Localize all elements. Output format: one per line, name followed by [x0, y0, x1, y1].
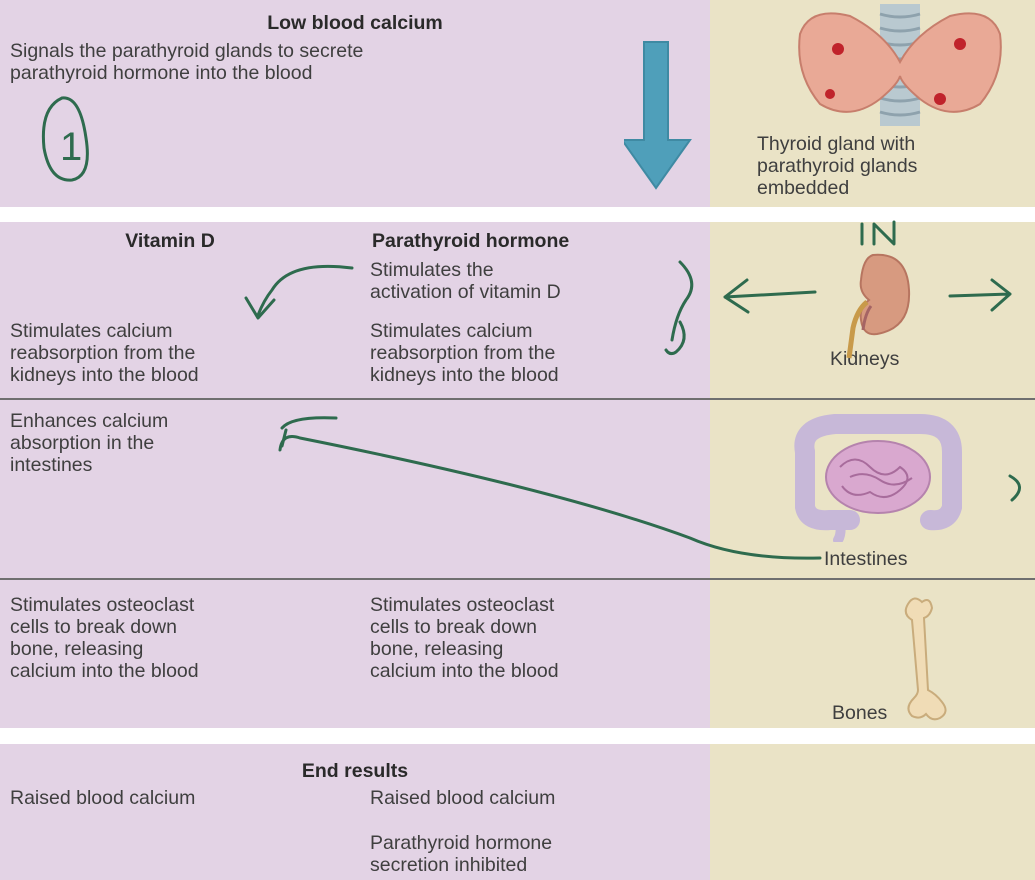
vitamin-d-header: Vitamin D [125, 230, 215, 252]
lilac-background [0, 0, 710, 207]
intestine-caption: Intestines [824, 548, 908, 570]
end-results-title: End results [301, 760, 409, 782]
pth-kidney-text: Stimulates calcium reabsorption from the… [370, 320, 559, 386]
vitd-bone-text: Stimulates osteoclast cells to break dow… [10, 594, 199, 682]
pth-bone-text: Stimulates osteoclast cells to break dow… [370, 594, 559, 682]
tan-background [710, 744, 1035, 880]
intestines-icon [794, 414, 962, 542]
signal-text: Signals the parathyroid glands to secret… [10, 40, 364, 84]
down-arrow-icon [624, 41, 692, 190]
bone-icon [904, 597, 947, 721]
thyroid-gland-icon [798, 4, 1002, 126]
vitd-result-text: Raised blood calcium [10, 787, 196, 809]
bone-caption: Bones [832, 702, 888, 724]
parathyroid-hormone-header: Parathyroid hormone [372, 230, 570, 252]
thyroid-caption: Thyroid gland with parathyroid glands em… [757, 133, 918, 199]
panel-low-blood-calcium: Low blood calcium Signals the parathyroi… [0, 0, 1035, 207]
pth-activation-text: Stimulates the activation of vitamin D [370, 259, 561, 303]
row-divider-2 [0, 578, 1035, 580]
panel-end-results: End results Raised blood calcium Raised … [0, 744, 1035, 880]
panel-title: Low blood calcium [267, 12, 443, 34]
pth-result-text: Raised blood calcium [370, 787, 556, 809]
row-divider-1 [0, 398, 1035, 400]
vitd-intestine-text: Enhances calcium absorption in the intes… [10, 410, 169, 476]
panel-hormone-effects: Vitamin D Parathyroid hormone Stimulates… [0, 222, 1035, 728]
pth-inhibited-text: Parathyroid hormone secretion inhibited [370, 832, 553, 876]
vitd-kidney-text: Stimulates calcium reabsorption from the… [10, 320, 199, 386]
kidney-icon [846, 253, 911, 359]
lilac-background [0, 744, 710, 880]
